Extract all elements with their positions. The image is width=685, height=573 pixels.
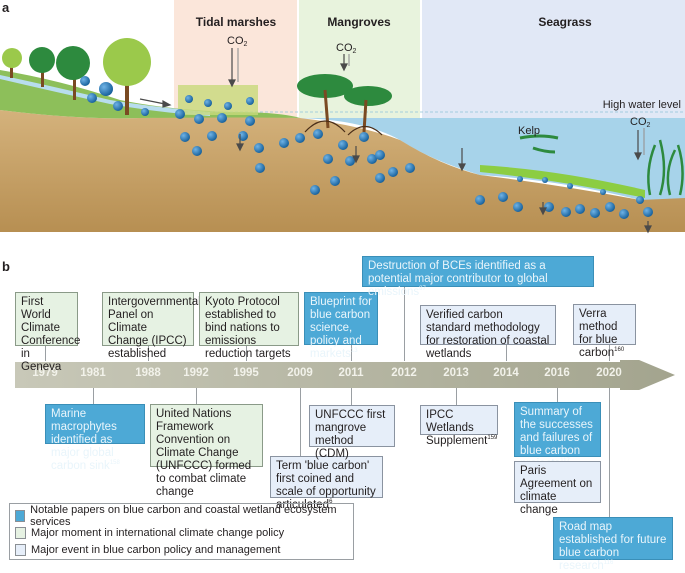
kelp-strand [532,146,556,154]
event-box: Blueprint for blue carbon science, polic… [304,292,378,360]
event-box: Summary of the successes and failures of… [514,402,601,470]
timeline-year: 1995 [233,367,259,379]
event-box: Paris Agreement on climate change [514,461,601,516]
zone-seagrass [422,0,685,120]
kelp-strand [519,134,559,140]
timeline-year: 1992 [183,367,209,379]
connector [506,345,507,361]
flux-arrows [139,48,652,234]
co2-label-seagrass: CO2 [630,116,651,129]
event-box: First World Climate Conference in Geneva [15,292,80,373]
timeline-year: 1981 [80,367,106,379]
co2-label-mangrove: CO2 [336,42,357,55]
event-box: Intergovernmental Panel on Climate Chang… [102,292,201,360]
event-box: Term 'blue carbon' first coined and scal… [270,456,383,511]
panel-b-label: b [2,259,10,274]
timeline-year: 2013 [443,367,469,379]
legend-label: Major moment in international climate ch… [31,526,285,539]
connector [45,346,46,361]
soil [0,110,685,232]
connector [93,388,94,404]
event-box: Road map established for future blue car… [553,517,673,572]
kelp-label: Kelp [518,125,540,137]
blue-carbon-ecosystem-illustration: Tidal marshes Mangroves Seagrass CO2 CO2… [0,0,685,234]
zone-label-mangroves: Mangroves [327,15,391,29]
connector [351,388,352,406]
event-box: Destruction of BCEs identified as a pote… [362,256,594,298]
timeline-arrow [15,360,675,390]
timeline-year: 1979 [20,367,70,379]
legend-item-light: Major event in blue carbon policy and ma… [15,541,348,558]
event-box: UNFCCC first mangrove method (CDM) [309,405,395,460]
timeline-year: 2016 [544,367,570,379]
timeline-year: 2014 [493,367,519,379]
zone-label-seagrass: Seagrass [538,15,592,29]
legend-swatch-light [15,543,26,556]
panel-a-label: a [2,0,10,15]
event-box: Verra method for blue carbon160 [573,304,636,359]
connector [609,345,610,361]
connector [404,287,405,361]
event-box: Verified carbon standard methodology for… [420,305,556,360]
timeline-year: 2011 [338,367,364,379]
legend-item-green: Major moment in international climate ch… [15,524,348,541]
connector [300,388,301,460]
legend: Notable papers on blue carbon and coasta… [9,503,354,560]
connector [351,345,352,361]
co2-label-marsh: CO2 [227,35,248,48]
event-box: United Nations Framework Convention on C… [150,404,263,498]
legend-item-blue: Notable papers on blue carbon and coasta… [15,504,348,528]
connector [456,388,457,405]
carbon-spheres [80,76,653,219]
connector [609,388,610,540]
connector [196,388,197,404]
legend-swatch-blue [15,509,26,522]
connector [148,346,149,361]
event-box: Kyoto Protocol established to bind natio… [199,292,299,360]
event-box: IPCC Wetlands Supplement159 [420,405,498,447]
timeline-year: 2020 [596,367,622,379]
zone-label-tidal-marshes: Tidal marshes [196,15,277,29]
timeline-year: 1988 [135,367,161,379]
legend-swatch-green [15,526,26,539]
mangrove-trees [297,74,392,136]
legend-label: Notable papers on blue carbon and coasta… [30,503,337,528]
upland-trees [2,38,151,115]
upland [0,70,300,119]
legend-label: Major event in blue carbon policy and ma… [31,543,281,556]
connector [557,388,558,402]
timeline-year: 2009 [287,367,313,379]
kelp-forest [647,139,684,196]
high-water-level-label: High water level [603,99,681,111]
event-box: Marine macrophytes identified as major g… [45,404,145,472]
connector [246,346,247,361]
timeline-year: 2012 [391,367,417,379]
